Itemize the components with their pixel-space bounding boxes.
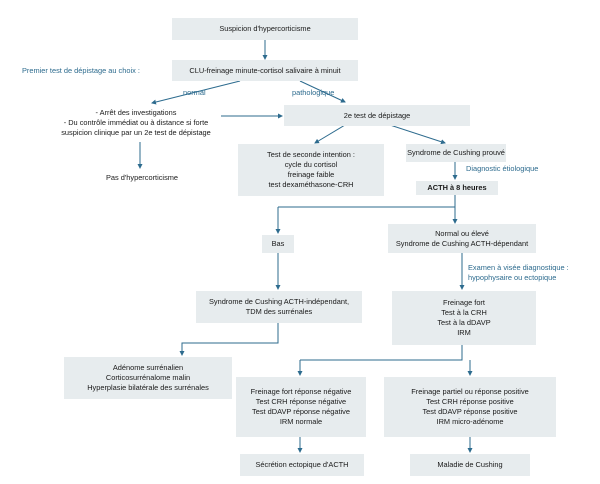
- label-imaging-line: hypophysaire ou ectopique: [468, 273, 557, 282]
- node-negative-responses-line: Test CRH réponse négative: [255, 397, 347, 406]
- arrow-second-proven: [389, 124, 446, 145]
- node-second-screening: 2e test de dépistage: [284, 105, 470, 126]
- node-dynamic-tests-line: Test à la CRH: [441, 308, 487, 317]
- connector-tests-split: [300, 345, 463, 361]
- label-imaging: Examen à visée diagnostique :hypophysair…: [468, 263, 569, 283]
- node-dynamic-tests-line: Test à la dDAVP: [437, 318, 491, 327]
- label-etiologic: Diagnostic étiologique: [466, 164, 538, 174]
- node-acth-independent: Syndrome de Cushing ACTH-indépendant,TDM…: [196, 291, 362, 323]
- node-cushing-disease: Maladie de Cushing: [410, 454, 530, 476]
- node-cushing-disease-line: Maladie de Cushing: [437, 460, 503, 469]
- node-second-line-tests-line: cycle du cortisol: [284, 160, 338, 169]
- node-screening-test-line: CLU-freinage minute-cortisol salivaire à…: [189, 65, 341, 75]
- node-normal-high-line: Normal ou élevé: [435, 228, 489, 238]
- node-acth-independent-line: Syndrome de Cushing ACTH-indépendant,: [208, 297, 350, 306]
- node-suspicion-line: Suspicion d'hypercorticisme: [219, 24, 311, 33]
- node-negative-responses-line: Test dDAVP réponse négative: [252, 407, 350, 416]
- label-normal: normal: [183, 88, 206, 98]
- node-screening-test: CLU-freinage minute-cortisol salivaire à…: [172, 60, 358, 81]
- node-acth-independent-line: TDM des surrénales: [245, 307, 313, 316]
- node-cushing-proven-line: Syndrome de Cushing prouvé: [407, 148, 505, 157]
- node-stop-investigations-line: - Arrêt des investigations: [95, 108, 177, 117]
- node-cushing-proven: Syndrome de Cushing prouvé: [406, 144, 506, 162]
- node-negative-responses-line: Freinage fort réponse négative: [250, 387, 352, 396]
- node-positive-responses-line: IRM micro-adénome: [436, 417, 504, 426]
- node-acth-8h: ACTH à 8 heures: [416, 181, 498, 195]
- node-adrenal-causes-line: Corticosurrénalome malin: [105, 373, 191, 382]
- label-first-test: Premier test de dépistage au choix :: [22, 66, 140, 76]
- node-stop-investigations: - Arrêt des investigations- Du contrôle …: [46, 105, 226, 141]
- node-second-screening-line: 2e test de dépistage: [343, 110, 411, 120]
- node-second-line-tests-line: freinage faible: [287, 170, 335, 179]
- node-adrenal-causes-line: Hyperplasie bilatérale des surrénales: [87, 383, 209, 392]
- node-positive-responses-line: Freinage partiel ou réponse positive: [411, 387, 529, 396]
- node-second-line-tests: Test de seconde intention :cycle du cort…: [238, 144, 384, 196]
- node-suspicion: Suspicion d'hypercorticisme: [172, 18, 358, 40]
- node-stop-investigations-line: suspicion clinique par un 2e test de dép…: [61, 128, 211, 137]
- arrow-screening-stop: [151, 80, 241, 105]
- node-negative-responses-line: IRM normale: [279, 417, 323, 426]
- arrow-second-secondline: [314, 124, 346, 144]
- node-low: Bas: [262, 235, 294, 253]
- node-second-line-tests-line: test dexaméthasone-CRH: [268, 180, 354, 189]
- node-acth-8h-line: ACTH à 8 heures: [427, 183, 487, 192]
- node-no-hypercorticism: Pas d'hypercorticisme: [90, 170, 194, 186]
- connector-acth8-split: [278, 195, 456, 208]
- node-stop-investigations-line: - Du contrôle immédiat ou à distance si …: [63, 118, 209, 127]
- node-no-hypercorticism-line: Pas d'hypercorticisme: [105, 173, 179, 182]
- node-low-line: Bas: [271, 239, 285, 248]
- node-normal-high-line: Syndrome de Cushing ACTH-dépendant: [395, 238, 529, 248]
- arrow-indep-adrenal: [179, 323, 279, 356]
- node-second-line-tests-line: Test de seconde intention :: [267, 150, 355, 159]
- node-dynamic-tests-line: IRM: [457, 328, 471, 337]
- node-positive-responses-line: Test dDAVP réponse positive: [422, 407, 518, 416]
- label-first-test-line: Premier test de dépistage au choix :: [22, 66, 140, 75]
- node-dynamic-tests-line: Freinage fort: [443, 298, 485, 307]
- label-pathologic-line: pathologique: [292, 88, 335, 97]
- label-etiologic-line: Diagnostic étiologique: [466, 164, 539, 173]
- node-ectopic-acth: Sécrétion ectopique d'ACTH: [240, 454, 364, 476]
- label-pathologic: pathologique: [292, 88, 334, 98]
- arrow-screening-second: [299, 80, 346, 103]
- label-normal-line: normal: [183, 88, 206, 97]
- node-adrenal-causes-line: Adénome surrénalien: [112, 363, 184, 372]
- label-imaging-line: Examen à visée diagnostique :: [468, 263, 569, 272]
- node-positive-responses-line: Test CRH réponse positive: [426, 397, 514, 406]
- node-ectopic-acth-line: Sécrétion ectopique d'ACTH: [255, 460, 349, 469]
